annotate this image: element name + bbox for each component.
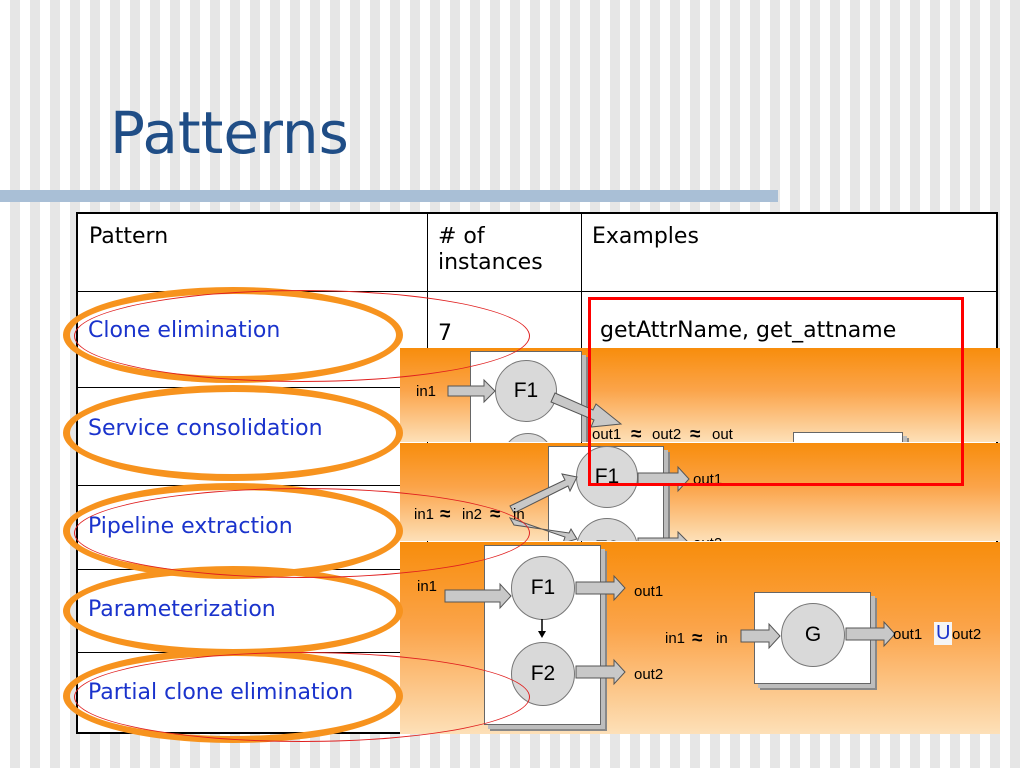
- g-node: G: [781, 603, 845, 667]
- output-label: out: [712, 426, 733, 442]
- title-underline: [0, 190, 778, 202]
- function-box: [793, 432, 903, 442]
- f1-node: F1: [576, 446, 638, 508]
- output-label: out1: [592, 426, 622, 442]
- annotation-ellipse: [74, 290, 530, 382]
- input-label: in1: [416, 383, 437, 400]
- arrows: [508, 465, 690, 541]
- arrows: [447, 378, 623, 428]
- output-label: out2: [634, 666, 664, 683]
- input-label: in1: [665, 630, 686, 647]
- highlight-ring: [63, 385, 403, 481]
- highlight-ring: [63, 566, 403, 656]
- input-label: in1: [417, 578, 438, 595]
- header-divider: [78, 291, 996, 292]
- example-highlight-box: [588, 297, 964, 486]
- diagram-clone-elimination: F1 in1 out1 ≈ out2 ≈ out: [400, 348, 1000, 442]
- output-label: out1: [634, 583, 664, 600]
- union-icon: U: [934, 622, 953, 645]
- example-value: getAttrName, get_attname: [600, 318, 897, 343]
- f1-node: F1: [495, 360, 557, 422]
- header-examples: Examples: [592, 224, 699, 249]
- approx-icon: ≈: [690, 424, 701, 442]
- output-label: out1: [893, 626, 923, 643]
- input-label: in: [716, 630, 728, 647]
- annotation-ellipse: [74, 488, 530, 578]
- output-label: out2: [952, 626, 982, 643]
- page-title: Patterns: [110, 99, 349, 167]
- header-pattern: Pattern: [89, 224, 169, 249]
- approx-icon: ≈: [692, 628, 703, 649]
- arrows: [444, 574, 896, 686]
- output-label-partial: out2: [693, 535, 722, 541]
- f1-node: F1: [511, 556, 575, 620]
- input-label: in: [513, 506, 525, 523]
- approx-icon: ≈: [631, 424, 642, 442]
- annotation-ellipse: [74, 652, 530, 742]
- output-label: out2: [652, 426, 682, 442]
- header-instances: # of instances: [438, 224, 543, 276]
